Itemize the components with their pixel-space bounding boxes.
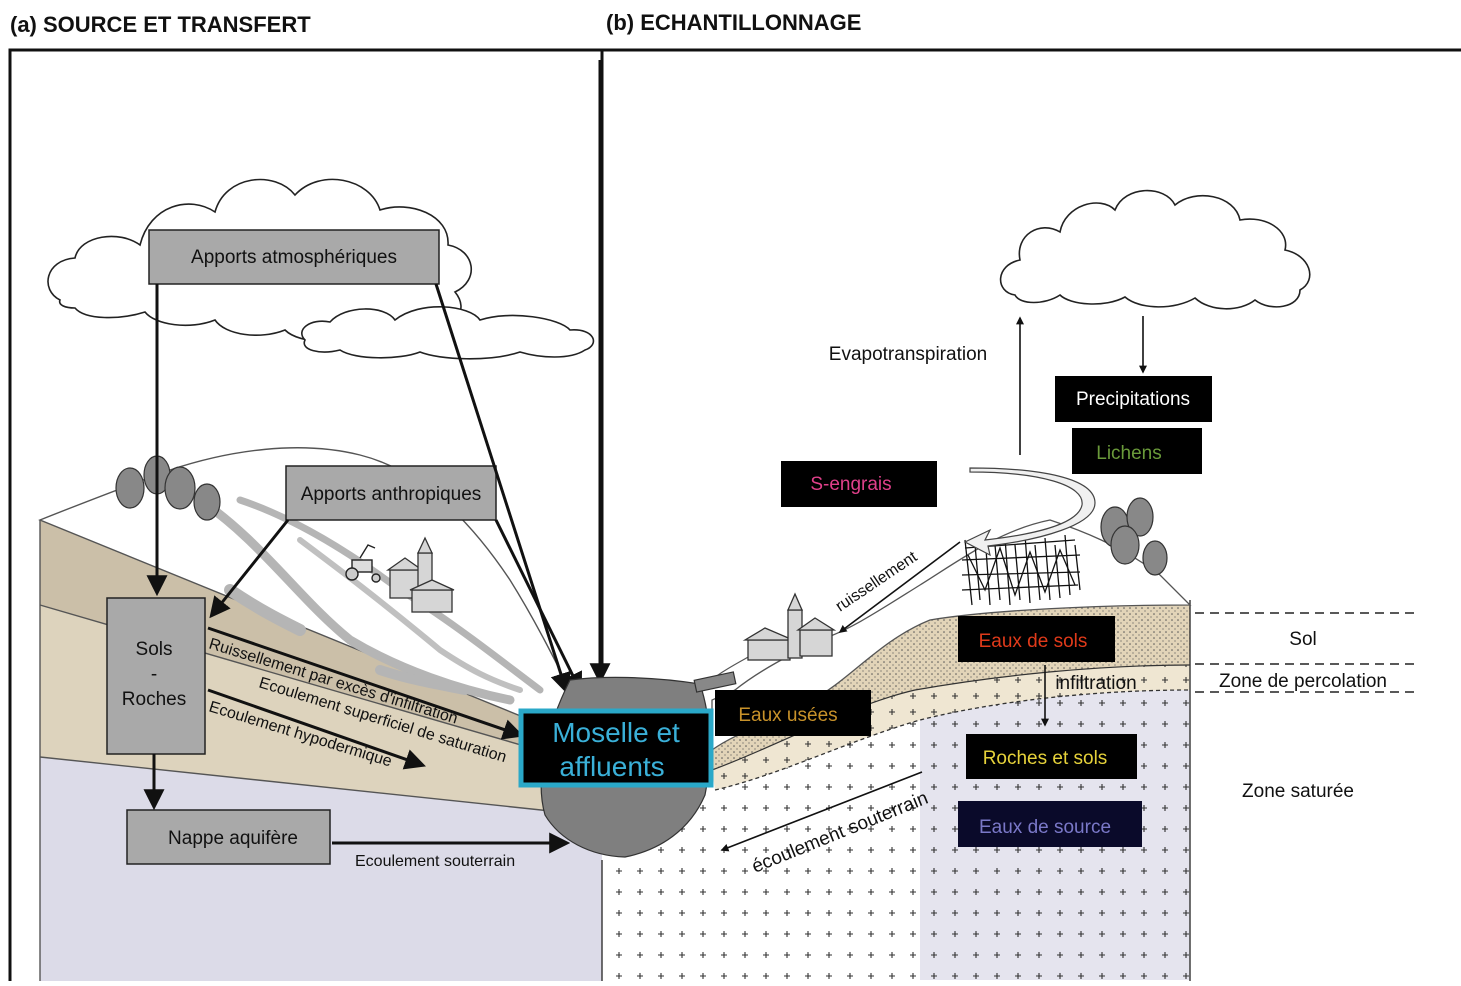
moselle-line1: Moselle et (552, 717, 680, 748)
zone-percolation-label: Zone de percolation (1219, 671, 1387, 692)
panel-a-title: (a) SOURCE ET TRANSFERT (10, 12, 311, 37)
sols-dash-label: - (151, 664, 157, 685)
infiltration-label: infiltration (1055, 673, 1136, 694)
apports-atmo-label: Apports atmosphériques (191, 247, 397, 268)
apports-atmo-box (148, 229, 440, 285)
arrow-ruissellement (207, 626, 524, 740)
eaux-sols-box (958, 616, 1115, 662)
nappe-label: Nappe aquifère (168, 828, 298, 849)
zone-saturee-label: Zone saturée (1242, 781, 1354, 802)
eaux-usees-box (715, 690, 871, 736)
nappe-box (126, 809, 331, 865)
eaux-source-box (958, 801, 1142, 847)
village-left-icon (385, 536, 455, 613)
pipe-icon (693, 671, 737, 693)
cloud-right-icon (999, 189, 1311, 310)
panel-b-title: (b) ECHANTILLONNAGE (606, 10, 861, 35)
eaux-sols-label: Eaux de sols (979, 631, 1088, 652)
apports-anthro-box (285, 465, 497, 521)
cloud-left-small-icon (301, 306, 595, 360)
roches-sols-box (966, 734, 1137, 779)
vegetation-icon (961, 534, 1081, 606)
s-engrais-label: S-engrais (810, 474, 891, 495)
moselle-box (518, 708, 714, 788)
moselle-line2: affluents (559, 751, 664, 782)
trees-left-icon (115, 455, 221, 521)
apports-anthro-label: Apports anthropiques (301, 484, 482, 505)
trees-right-icon (1100, 497, 1168, 576)
arrow-ruissellement-right (838, 541, 961, 633)
ecoulement-souterrain-left-label: Ecoulement souterrain (355, 853, 515, 870)
arrow-anthro-river (494, 519, 582, 694)
arrow-hypodermique (207, 688, 426, 770)
evapotranspiration-label: Evapotranspiration (829, 344, 987, 365)
sols-roches-box (106, 597, 206, 755)
zone-sol-label: Sol (1289, 629, 1316, 650)
soil-layer (40, 520, 555, 752)
precipitations-box (1055, 376, 1212, 422)
roches-sols-label: Roches et sols (983, 748, 1108, 769)
s-engrais-box (781, 461, 937, 507)
arrow-ecoulement-souterrain (720, 771, 923, 852)
lichens-box (1072, 428, 1202, 474)
tractor-icon (345, 544, 381, 583)
arrow-atmo-river (434, 283, 571, 694)
curved-arrow-icon (963, 467, 1096, 557)
roches-label: Roches (122, 689, 186, 710)
eaux-usees-label: Eaux usées (738, 705, 837, 726)
arrow-anthro-sols (209, 519, 290, 619)
sols-label: Sols (136, 639, 173, 660)
frame (8, 48, 1461, 981)
eaux-source-label: Eaux de source (979, 817, 1111, 838)
precipitations-label: Precipitations (1076, 389, 1190, 410)
lichens-label: Lichens (1096, 443, 1162, 464)
village-right-icon (742, 592, 837, 661)
